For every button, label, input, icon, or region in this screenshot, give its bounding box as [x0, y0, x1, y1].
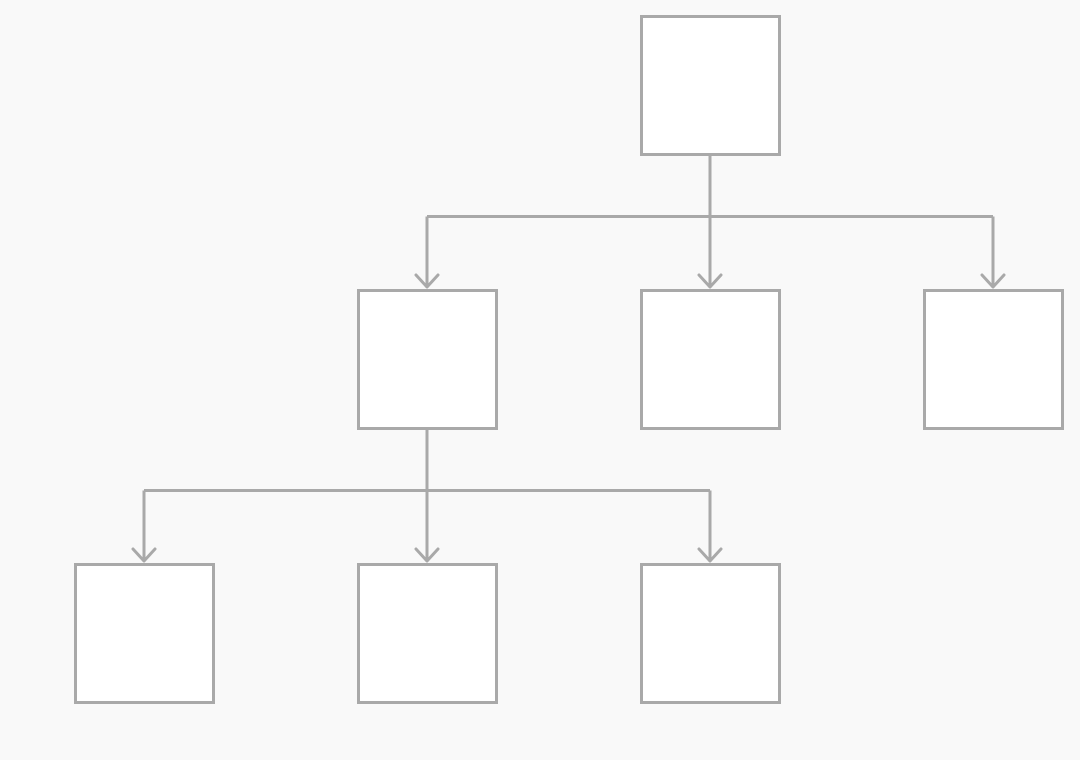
arrowhead-icon [980, 273, 1006, 289]
node-child-3 [923, 289, 1064, 430]
arrowhead-icon [131, 547, 157, 563]
node-grandchild-1 [74, 563, 215, 704]
arrowhead-icon [414, 273, 440, 289]
arrowhead-icon [697, 547, 723, 563]
node-child-2 [640, 289, 781, 430]
node-grandchild-3 [640, 563, 781, 704]
node-child-1 [357, 289, 498, 430]
arrowhead-icon [697, 273, 723, 289]
arrowhead-icon [414, 547, 440, 563]
node-root [640, 15, 781, 156]
nodes-layer [74, 15, 1064, 704]
node-grandchild-2 [357, 563, 498, 704]
edges-layer [131, 155, 1006, 563]
